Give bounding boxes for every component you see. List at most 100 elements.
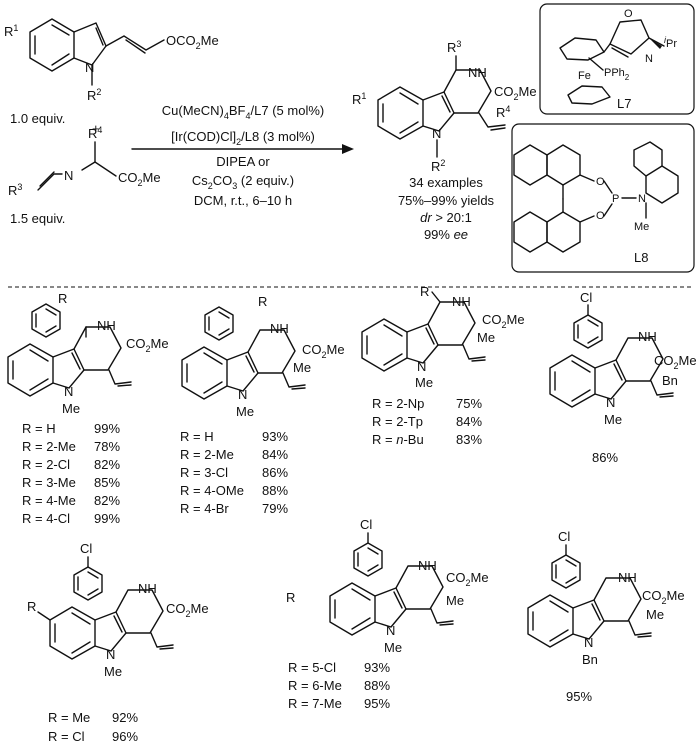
ee-value: 99% ee: [424, 227, 468, 242]
l8-me: Me: [634, 221, 649, 233]
c2-row-2-y: 86%: [262, 465, 288, 480]
c2-row-4-y: 79%: [262, 501, 288, 516]
c3-row-2-y: 83%: [456, 432, 482, 447]
cond-line-1: Cu(MeCN)4BF4/L7 (5 mol%): [162, 103, 324, 121]
c2-row-1-y: 84%: [262, 447, 288, 462]
l7-ipr: iPr: [664, 35, 677, 50]
l7-n: N: [645, 53, 653, 65]
c2-row-3-r: R = 4-OMe: [180, 483, 244, 498]
r1-label: R1: [4, 23, 18, 39]
l7-label: L7: [617, 96, 631, 111]
c7-cl: Cl: [558, 529, 570, 544]
c3-row-0-r: R = 2-Np: [372, 396, 424, 411]
examples-count: 34 examples: [409, 175, 483, 190]
c1-me: Me: [62, 401, 80, 416]
ligand-l7-box: O N iPr Fe PPh2 L7: [539, 3, 695, 115]
c2-row-0-r: R = H: [180, 429, 214, 444]
c2-r: R: [258, 294, 267, 309]
cond-line-3: DIPEA or: [216, 154, 270, 169]
r4-label: R4: [88, 125, 102, 141]
c1-row-4-y: 82%: [94, 493, 120, 508]
compound-1: R NH CO2Me N Me R = H 99% R = 2-Me 78% R…: [7, 291, 169, 526]
c5-row-0-y: 92%: [112, 710, 138, 725]
l8-o2: O: [596, 210, 605, 222]
compound-2: R NH CO2Me Me N Me R = H 93% R = 2-Me 84…: [180, 294, 345, 516]
compound-7: Cl NH CO2Me Me N Bn 95%: [527, 529, 685, 704]
c6-ester: CO2Me: [446, 570, 489, 588]
imine-n: N: [64, 168, 73, 183]
c1-row-1-r: R = 2-Me: [22, 439, 76, 454]
ester-label: CO2Me: [118, 170, 161, 188]
c2-ester: CO2Me: [302, 342, 345, 360]
c2-me2: Me: [293, 360, 311, 375]
n-label: N: [85, 60, 94, 75]
c3-r: R: [420, 284, 429, 299]
c3-row-1-r: R = 2-Tp: [372, 414, 423, 429]
c3-row-2-r: R = n-Bu: [372, 432, 424, 447]
scope-summary: 34 examples 75%–99% yields dr > 20:1 99%…: [398, 175, 495, 242]
compound-6: Cl R NH CO2Me Me N Me R = 5-Cl 93% R = 6…: [286, 517, 489, 711]
l7-o: O: [624, 8, 633, 20]
c6-n: N: [386, 623, 395, 638]
cond-line-2: [Ir(COD)Cl]2/L8 (3 mol%): [171, 129, 315, 147]
c5-ester: CO2Me: [166, 601, 209, 619]
c2-row-4-r: R = 4-Br: [180, 501, 229, 516]
l8-n: N: [638, 193, 646, 205]
c1-yield-table: R = H 99% R = 2-Me 78% R = 2-Cl 82% R = …: [22, 421, 120, 526]
c7-ester: CO2Me: [642, 588, 685, 606]
c6-nh: NH: [418, 558, 437, 573]
c3-n: N: [417, 359, 426, 374]
c3-me: Me: [415, 375, 433, 390]
c7-n: N: [584, 635, 593, 650]
prod-n: N: [432, 126, 441, 141]
c5-row-1-r: R = Cl: [48, 729, 85, 744]
l8-p: P: [612, 193, 619, 205]
cond-line-4: Cs2CO3 (2 equiv.): [192, 173, 294, 191]
cond-line-5: DCM, r.t., 6–10 h: [194, 193, 292, 208]
c6-row-0-y: 93%: [364, 660, 390, 675]
c2-row-2-r: R = 3-Cl: [180, 465, 228, 480]
c2-row-1-r: R = 2-Me: [180, 447, 234, 462]
prod-r1: R1: [352, 91, 366, 107]
r2-label: R2: [87, 87, 101, 103]
c1-row-0-r: R = H: [22, 421, 56, 436]
c1-row-3-r: R = 3-Me: [22, 475, 76, 490]
c4-bn: Bn: [662, 373, 678, 388]
c5-r: R: [27, 599, 36, 614]
equiv-1: 1.0 equiv.: [10, 111, 65, 126]
product-general: R1 R3 NH CO2Me R4 N R2: [352, 39, 537, 174]
r3-label: R3: [8, 182, 22, 198]
c5-row-1-y: 96%: [112, 729, 138, 744]
c7-nh: NH: [618, 570, 637, 585]
c6-r: R: [286, 590, 295, 605]
c1-ester: CO2Me: [126, 336, 169, 354]
l8-o1: O: [596, 176, 605, 188]
c1-row-2-r: R = 2-Cl: [22, 457, 70, 472]
reagent-indole: R1 N R2 OCO2Me 1.0 equiv.: [4, 18, 219, 126]
c1-row-5-r: R = 4-Cl: [22, 511, 70, 526]
compound-3: R NH CO2Me Me N Me R = 2-Np 75% R = 2-Tp…: [361, 284, 525, 447]
c1-r: R: [58, 291, 67, 306]
l7-pph2: PPh2: [604, 67, 630, 82]
yield-range: 75%–99% yields: [398, 193, 495, 208]
c6-me2: Me: [446, 593, 464, 608]
c6-row-1-y: 88%: [364, 678, 390, 693]
equiv-2: 1.5 equiv.: [10, 211, 65, 226]
c1-row-0-y: 99%: [94, 421, 120, 436]
c3-row-1-y: 84%: [456, 414, 482, 429]
c1-n: N: [64, 384, 73, 399]
prod-ester: CO2Me: [494, 84, 537, 102]
c1-row-2-y: 82%: [94, 457, 120, 472]
c1-row-5-y: 99%: [94, 511, 120, 526]
c5-cl: Cl: [80, 541, 92, 556]
c7-bn: Bn: [582, 652, 598, 667]
c1-row-3-y: 85%: [94, 475, 120, 490]
c6-yield-table: R = 5-Cl 93% R = 6-Me 88% R = 7-Me 95%: [288, 660, 390, 711]
c4-me: Me: [604, 412, 622, 427]
ligand-l8-box: O O P N Me L8: [511, 123, 695, 273]
c3-nh: NH: [452, 294, 471, 309]
c6-me: Me: [384, 640, 402, 655]
c1-row-4-r: R = 4-Me: [22, 493, 76, 508]
c5-n: N: [106, 647, 115, 662]
